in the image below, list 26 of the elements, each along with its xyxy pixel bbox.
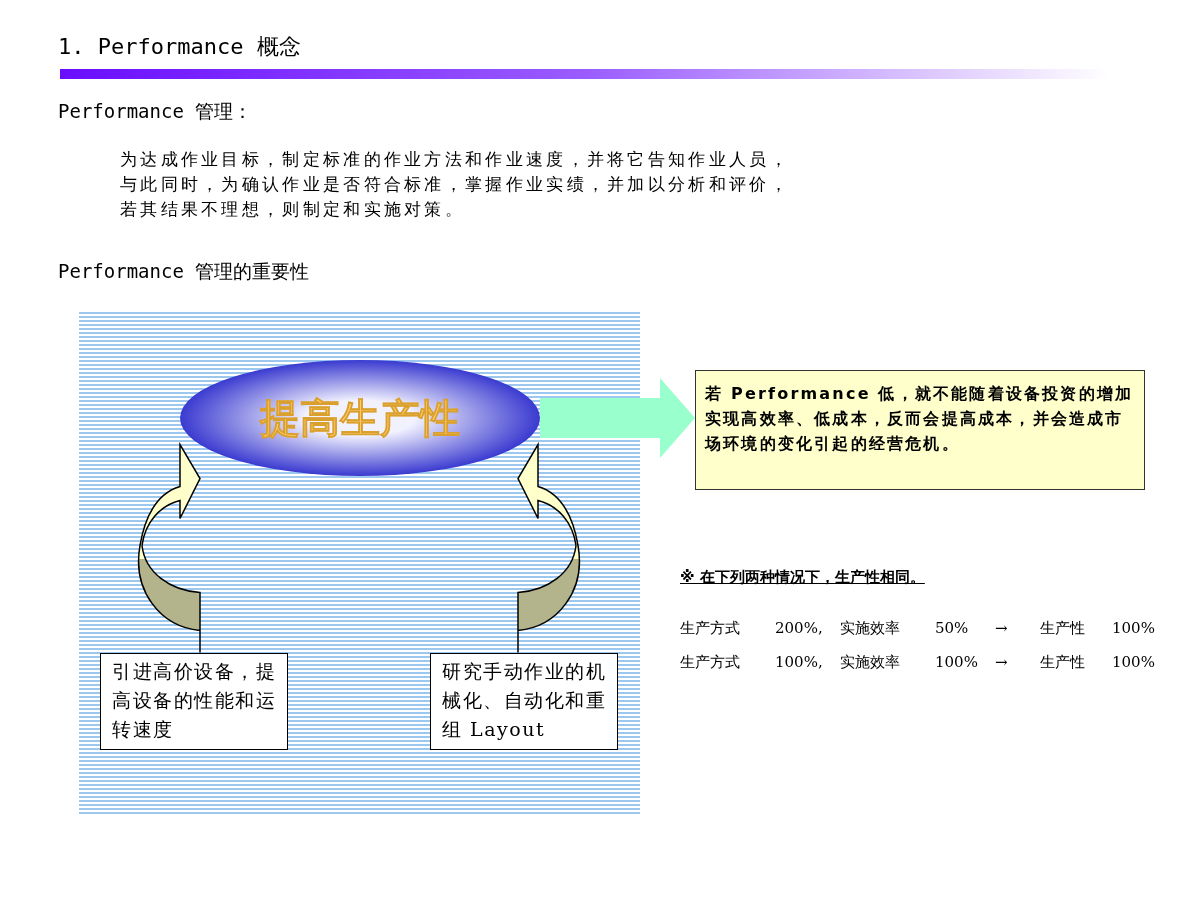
text-box: 研究手动作业的机械化、自动化和重组 Layout <box>430 653 618 750</box>
ellipse: 提高生产性 <box>180 360 540 476</box>
table-cell: 实施效率 <box>840 619 900 638</box>
note-heading: ※ 在下列两种情况下，生产性相同。 <box>680 568 925 587</box>
section-heading: Performance 管理： <box>58 99 253 124</box>
arrow-symbol: → <box>995 653 1008 671</box>
section-heading: Performance 管理的重要性 <box>58 259 310 284</box>
paragraph: 为达成作业目标，制定标准的作业方法和作业速度，并将它告知作业人员，与此同时，为确认作业是否符合标准，掌握作业实绩，并加以分析和评价，若其结果不理想，则制定和实施对策。 <box>120 149 791 221</box>
table-cell: 生产性 <box>1040 619 1085 638</box>
table-cell: 100% <box>1112 619 1155 637</box>
table-cell: 生产方式 <box>680 619 740 638</box>
title: 1. Performance 概念 <box>58 33 301 61</box>
curved-arrow <box>517 443 580 654</box>
table-cell: 100% <box>1112 653 1155 671</box>
note-box: 若 Performance 低，就不能随着设备投资的增加实现高效率、低成本，反而会提高成本，并会造成市场环境的变化引起的经营危机。 <box>695 370 1145 490</box>
table-cell: 100%, <box>775 653 823 671</box>
arrow-symbol: → <box>995 619 1008 637</box>
curved-arrow <box>138 443 201 654</box>
text-box: 引进高价设备，提高设备的性能和运转速度 <box>100 653 288 750</box>
table-cell: 50% <box>935 619 969 637</box>
table-cell: 200%, <box>775 619 823 637</box>
block-arrow <box>540 378 695 458</box>
table-cell: 100% <box>935 653 978 671</box>
table-cell: 生产方式 <box>680 653 740 672</box>
table-cell: 实施效率 <box>840 653 900 672</box>
table-cell: 生产性 <box>1040 653 1085 672</box>
